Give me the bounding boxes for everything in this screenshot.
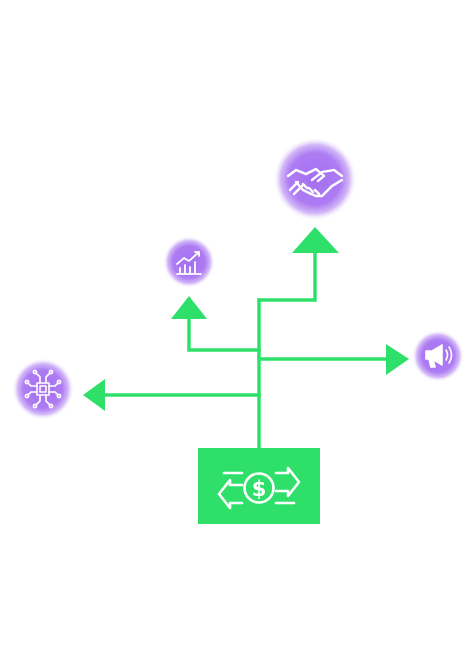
arrow-up-growth-chart [171,296,207,319]
circuit-chip-node [12,358,74,420]
arrow-right-megaphone [386,344,409,375]
growth-chart-glow [163,236,215,288]
arrow-left-circuit-chip [83,379,105,411]
growth-chart-node [163,236,215,288]
arrowheads [83,227,409,411]
handshake-icon [286,167,344,198]
source-box-body [198,448,320,524]
handshake-node [273,137,357,221]
dollar-exchange-icon: $ [217,466,301,510]
arrow-up-handshake [292,227,339,253]
handshake-branch [257,250,317,302]
megaphone-node [412,330,464,382]
connector-lines [101,250,390,451]
growth-chart-branch [187,316,261,352]
svg-text:$: $ [252,477,267,501]
source-box: $ [198,448,320,524]
circuit-chip-glow [12,358,74,420]
growth-chart-icon [176,251,202,275]
circuit-chip-icon [24,369,62,409]
megaphone-icon [425,344,453,368]
